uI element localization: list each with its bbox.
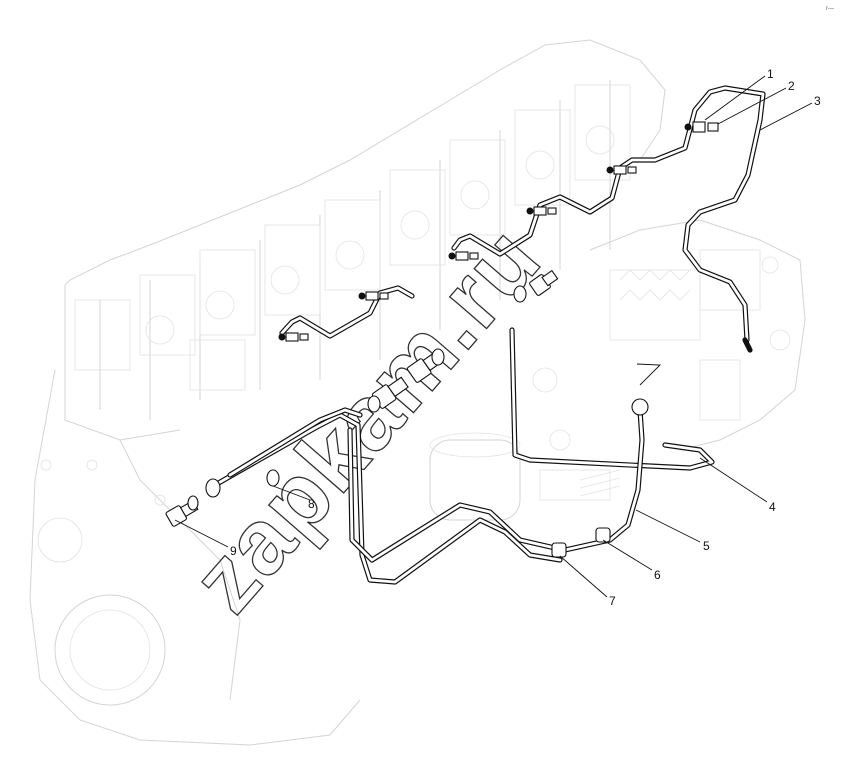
- callout-5: 5: [703, 539, 710, 553]
- callout-2: 2: [788, 79, 795, 93]
- banjo-bolts: [165, 269, 662, 527]
- callout-1: 1: [767, 67, 774, 81]
- engine-block-outline: [29, 39, 806, 746]
- callout-3: 3: [814, 94, 821, 108]
- callout-4: 4: [769, 500, 776, 514]
- callout-labels: 1 2 3 4 5 6 7 8 9: [230, 67, 821, 608]
- leak-off-pipe: [279, 85, 766, 353]
- callout-leaders: [174, 75, 813, 598]
- corner-mark: r—: [826, 6, 834, 12]
- callout-7: 7: [609, 594, 616, 608]
- filter-pipes: [212, 407, 563, 585]
- injector-fittings: [278, 121, 719, 342]
- callout-6: 6: [654, 568, 661, 582]
- return-pipe: [509, 327, 715, 471]
- callout-9: 9: [230, 544, 237, 558]
- callout-8: 8: [308, 497, 315, 511]
- pipe-clamps: [551, 527, 611, 558]
